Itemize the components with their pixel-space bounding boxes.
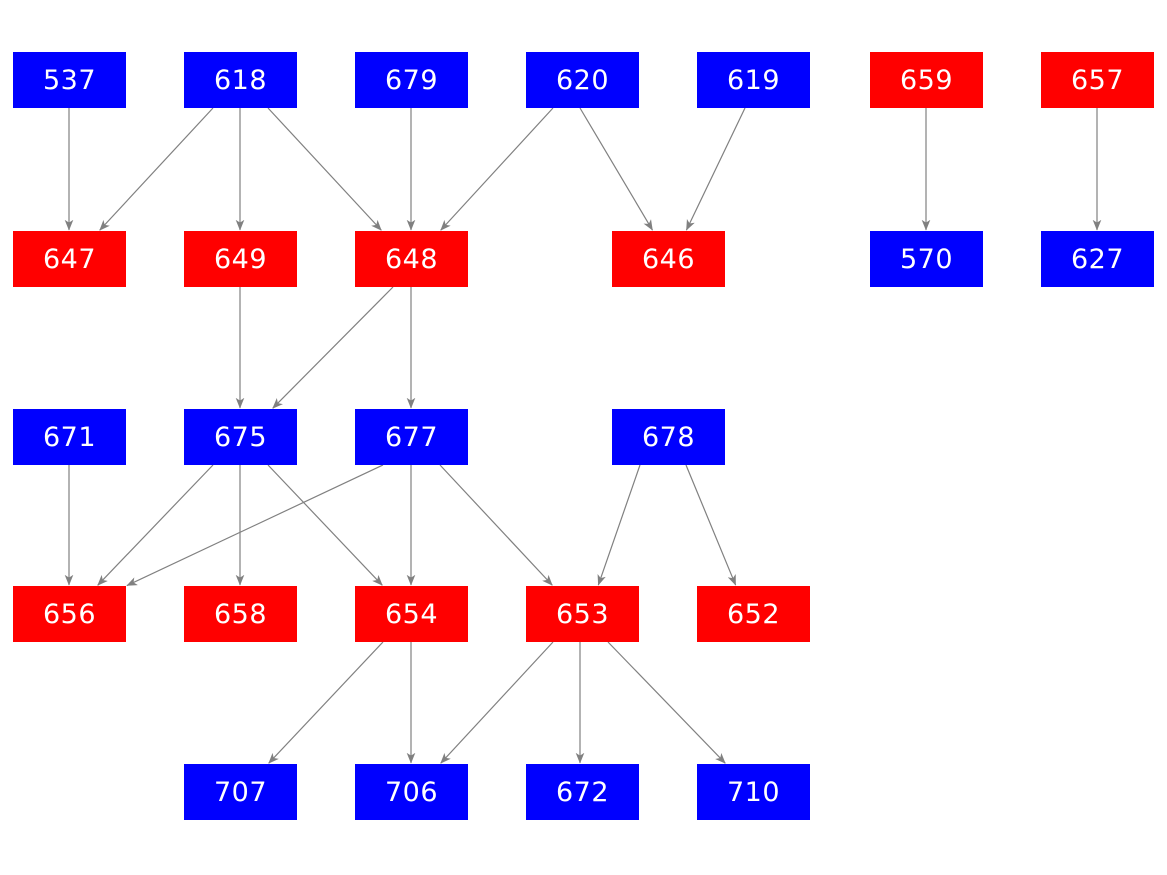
- graph-node-label: 620: [555, 64, 610, 96]
- graph-node-label: 672: [555, 776, 610, 808]
- graph-node-label: 619: [726, 64, 781, 96]
- graph-node-672[interactable]: 672: [526, 764, 639, 820]
- graph-node-label: 707: [213, 776, 268, 808]
- graph-edge: [440, 641, 554, 764]
- graph-node-label: 652: [726, 598, 781, 630]
- graph-node-678[interactable]: 678: [612, 409, 725, 465]
- graph-node-label: 657: [1070, 64, 1125, 96]
- graph-node-label: 677: [384, 421, 439, 453]
- graph-node-679[interactable]: 679: [355, 52, 468, 108]
- graph-node-671[interactable]: 671: [13, 409, 126, 465]
- graph-node-label: 649: [213, 243, 268, 275]
- graph-node-537[interactable]: 537: [13, 52, 126, 108]
- graph-node-label: 653: [555, 598, 610, 630]
- graph-edge: [267, 464, 383, 586]
- graph-node-label: 658: [213, 598, 268, 630]
- graph-node-label: 570: [899, 243, 954, 275]
- graph-node-646[interactable]: 646: [612, 231, 725, 287]
- graph-node-657[interactable]: 657: [1041, 52, 1154, 108]
- graph-node-652[interactable]: 652: [697, 586, 810, 642]
- graph-edge: [440, 107, 554, 231]
- graph-edge: [579, 107, 654, 231]
- graph-node-label: 678: [641, 421, 696, 453]
- graph-node-706[interactable]: 706: [355, 764, 468, 820]
- graph-node-619[interactable]: 619: [697, 52, 810, 108]
- graph-node-label: 659: [899, 64, 954, 96]
- graph-node-677[interactable]: 677: [355, 409, 468, 465]
- graph-edge: [267, 107, 382, 231]
- graph-node-654[interactable]: 654: [355, 586, 468, 642]
- graph-node-659[interactable]: 659: [870, 52, 983, 108]
- graph-edge: [268, 641, 384, 764]
- graph-edge: [97, 464, 214, 586]
- graph-node-710[interactable]: 710: [697, 764, 810, 820]
- graph-node-label: 647: [42, 243, 97, 275]
- graph-node-707[interactable]: 707: [184, 764, 297, 820]
- graph-node-label: 648: [384, 243, 439, 275]
- graph-node-570[interactable]: 570: [870, 231, 983, 287]
- graph-node-label: 646: [641, 243, 696, 275]
- graph-node-656[interactable]: 656: [13, 586, 126, 642]
- graph-node-label: 679: [384, 64, 439, 96]
- graph-node-627[interactable]: 627: [1041, 231, 1154, 287]
- graph-node-649[interactable]: 649: [184, 231, 297, 287]
- graph-edge: [685, 107, 746, 231]
- graph-edge: [99, 107, 214, 231]
- graph-edge: [272, 286, 394, 409]
- graph-node-label: 537: [42, 64, 97, 96]
- graph-node-label: 710: [726, 776, 781, 808]
- graph-node-675[interactable]: 675: [184, 409, 297, 465]
- graph-node-620[interactable]: 620: [526, 52, 639, 108]
- graph-node-label: 706: [384, 776, 439, 808]
- graph-node-label: 671: [42, 421, 97, 453]
- graph-node-label: 618: [213, 64, 268, 96]
- graph-edge: [607, 641, 726, 764]
- graph-node-label: 627: [1070, 243, 1125, 275]
- graph-node-653[interactable]: 653: [526, 586, 639, 642]
- graph-node-658[interactable]: 658: [184, 586, 297, 642]
- graph-edge: [597, 464, 641, 586]
- graph-node-647[interactable]: 647: [13, 231, 126, 287]
- graph-node-label: 654: [384, 598, 439, 630]
- graph-edge: [126, 464, 384, 587]
- graph-node-618[interactable]: 618: [184, 52, 297, 108]
- graph-edge: [685, 464, 737, 586]
- graph-node-648[interactable]: 648: [355, 231, 468, 287]
- graph-edge: [439, 464, 553, 586]
- graph-node-label: 675: [213, 421, 268, 453]
- graph-node-label: 656: [42, 598, 97, 630]
